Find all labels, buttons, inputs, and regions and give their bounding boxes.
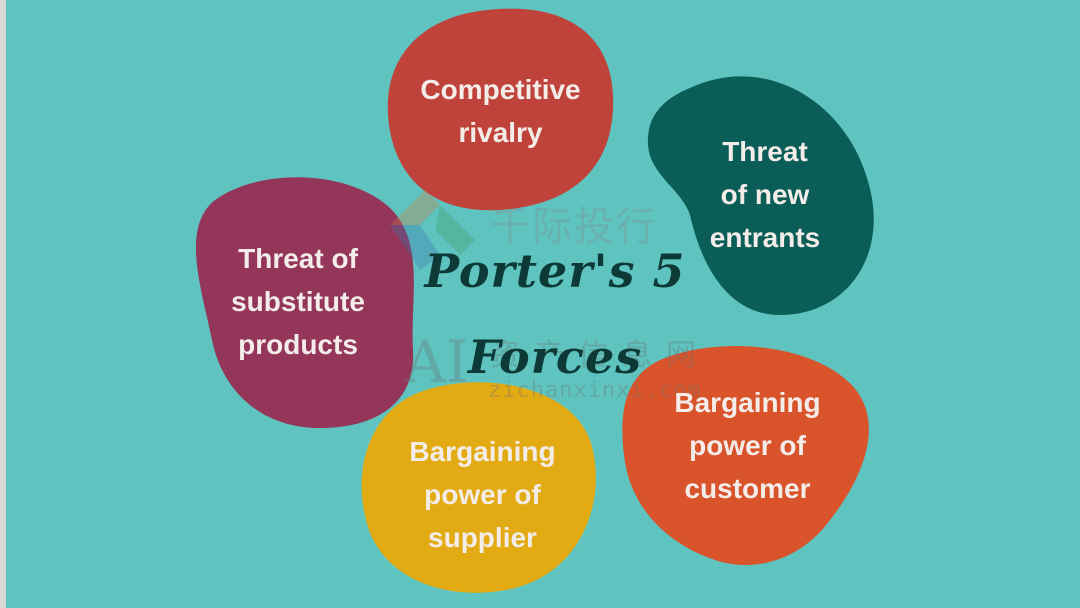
blob-supplier-power [361, 382, 596, 593]
label-line: Bargaining [674, 387, 821, 418]
label-line: products [238, 329, 358, 360]
blob-competitive-rivalry [387, 8, 614, 211]
label-line: Competitive [420, 74, 581, 105]
diagram-title: Porter's 5 Forces [400, 228, 710, 400]
label-substitutes: Threat of substitute products [208, 237, 388, 366]
label-line: Bargaining [409, 436, 556, 467]
label-line: Threat [722, 136, 808, 167]
label-line: power of [689, 430, 806, 461]
label-customer-power: Bargaining power of customer [650, 381, 845, 510]
label-new-entrants: Threat of new entrants [670, 130, 860, 259]
label-line: substitute [231, 286, 365, 317]
title-line-1: Porter's 5 [424, 244, 686, 298]
blob-substitutes [195, 177, 414, 428]
label-competitive-rivalry: Competitive rivalry [388, 68, 613, 154]
label-line: rivalry [458, 117, 543, 148]
blob-customer-power [622, 346, 869, 566]
label-line: entrants [709, 222, 821, 253]
label-line: of new [720, 179, 810, 210]
left-edge-strip [0, 0, 6, 608]
label-line: power of [424, 479, 541, 510]
label-line: supplier [428, 522, 537, 553]
label-line: Threat of [238, 243, 358, 274]
title-line-2: Forces [467, 330, 643, 384]
label-line: customer [684, 473, 811, 504]
label-supplier-power: Bargaining power of supplier [385, 430, 580, 559]
blob-new-entrants [647, 76, 874, 316]
